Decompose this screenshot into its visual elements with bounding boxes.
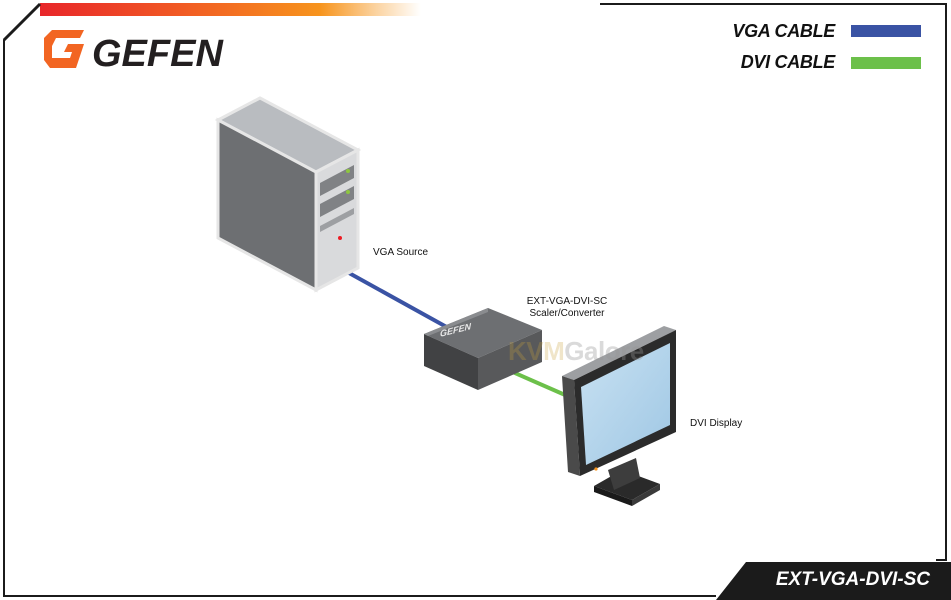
- gefen-logo-icon: [44, 30, 84, 68]
- footer-model: EXT-VGA-DVI-SC: [775, 569, 930, 590]
- converter-label: EXT-VGA-DVI-SC Scaler/Converter: [517, 296, 617, 320]
- dvi-cable: [507, 368, 573, 400]
- monitor-icon: [562, 326, 676, 506]
- watermark: KVMGalore: [508, 336, 644, 367]
- vga-cable: [339, 266, 453, 332]
- legend-dvi-label: DVI CABLE: [740, 52, 836, 72]
- footer-tab: [716, 562, 951, 600]
- watermark-part2: Galore: [564, 336, 644, 366]
- converter-type-label: Scaler/Converter: [529, 308, 605, 319]
- source-label: VGA Source: [373, 247, 429, 258]
- computer-tower-icon: [214, 96, 362, 293]
- converter-model-label: EXT-VGA-DVI-SC: [526, 296, 608, 307]
- legend-dvi-swatch: [851, 57, 921, 69]
- brand-name: GEFEN: [92, 33, 223, 75]
- legend-vga-label: VGA CABLE: [732, 21, 835, 41]
- legend-vga-swatch: [851, 25, 921, 37]
- converter-box-icon: [424, 308, 542, 390]
- display-label: DVI Display: [690, 418, 743, 429]
- watermark-part1: KVM: [508, 336, 565, 366]
